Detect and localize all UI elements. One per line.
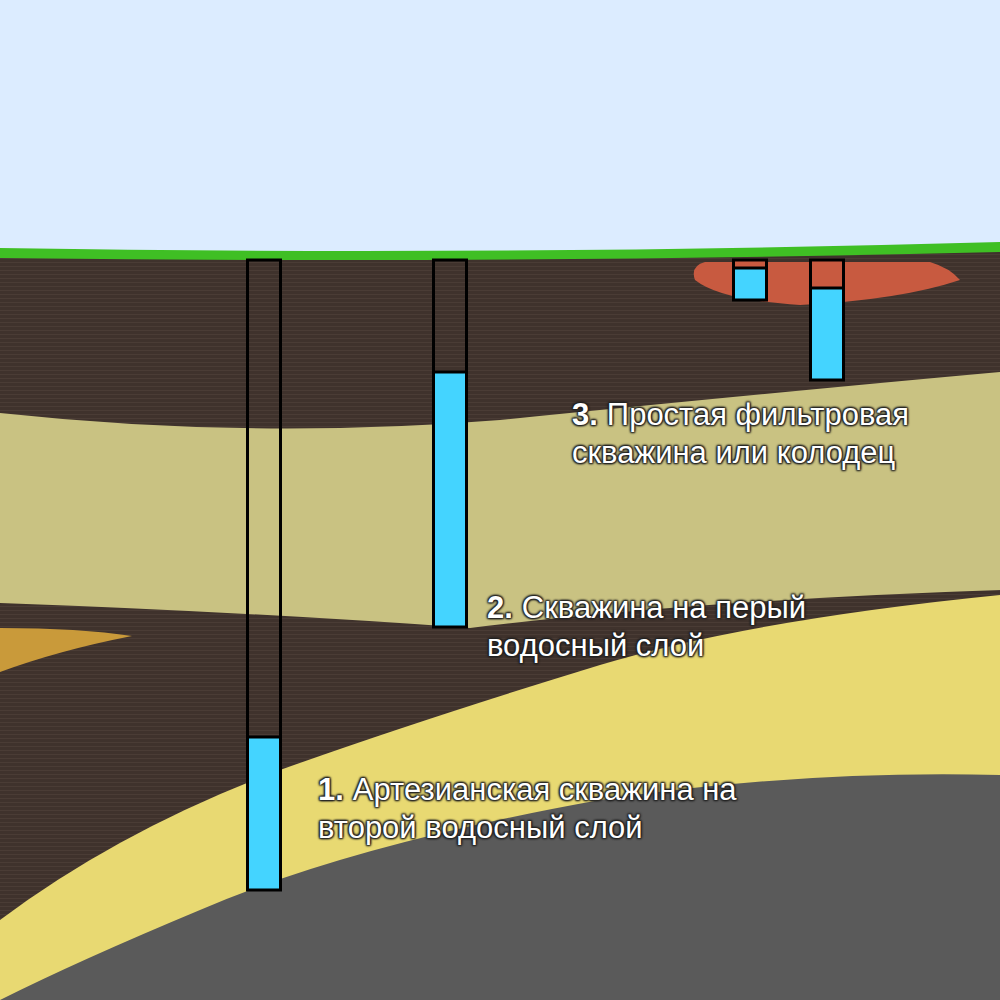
callout-number: 1. <box>318 772 344 807</box>
well-caption: Скважина на перый водосный слой <box>487 590 806 663</box>
grass <box>0 242 1000 260</box>
wells <box>248 260 844 890</box>
well-1-label: 1.Артезианская скважина на второй водосн… <box>318 771 758 847</box>
callout-number: 2. <box>487 590 513 625</box>
well-caption: Артезианская скважина на второй водосный… <box>318 772 737 845</box>
soil <box>0 252 1000 1000</box>
bedrock <box>0 774 1000 1000</box>
sand-lens <box>0 628 132 672</box>
sky <box>0 0 1000 250</box>
well-3-label: 3.Простая фильтровая скважина или колоде… <box>572 396 992 472</box>
well-caption: Простая фильтровая скважина или колодец <box>572 397 909 470</box>
aquifer-layer <box>0 372 1000 628</box>
callout-number: 3. <box>572 397 598 432</box>
well-2-label: 2.Скважина на перый водосный слой <box>487 589 887 665</box>
